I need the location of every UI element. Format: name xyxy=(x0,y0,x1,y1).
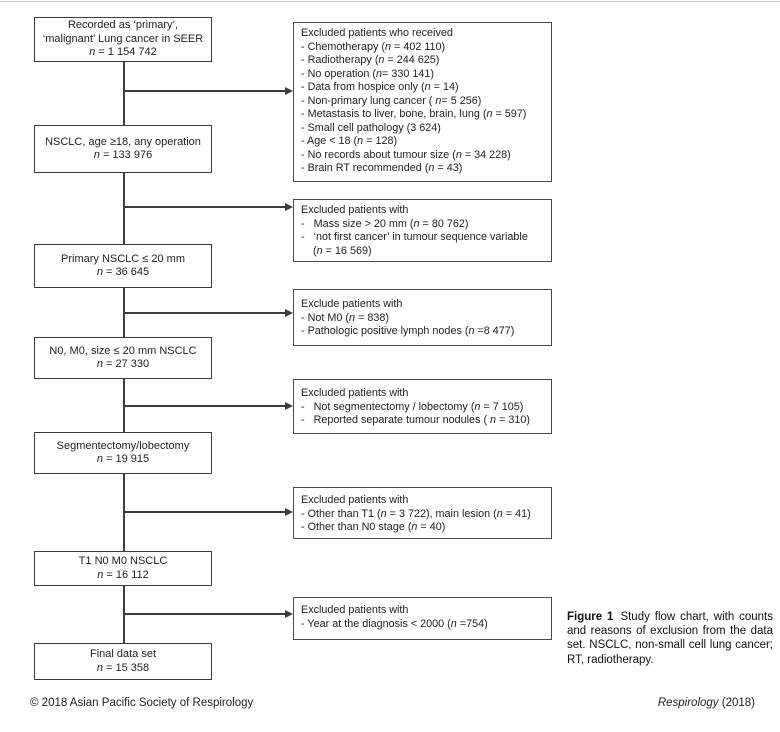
flow-box-label: Primary NSCLC ≤ 20 mm xyxy=(61,252,185,265)
arrow-head-icon xyxy=(285,309,293,317)
footer-journal-year: (2018) xyxy=(718,697,755,709)
flow-box-count: n = 27 330 xyxy=(96,358,150,370)
exclusion-item: - Brain RT recommended (n = 43) xyxy=(301,162,463,174)
exclusion-item: - Chemotherapy (n = 402 110) xyxy=(301,40,446,53)
exclusion-box-3: Exclude patients with - Not M0 (n = 838)… xyxy=(293,289,552,346)
flow-box-primary-nsclc: Primary NSCLC ≤ 20 mm n = 36 645 xyxy=(34,244,212,288)
flow-box-n0-m0: N0, M0, size ≤ 20 mm NSCLC n = 27 330 xyxy=(34,337,212,379)
exclusion-item: - Metastasis to liver, bone, brain, lung… xyxy=(301,108,527,120)
flow-box-count: n = 1 154 742 xyxy=(89,46,157,59)
exclusion-box-5: Excluded patients with - Other than T1 (… xyxy=(293,487,552,539)
flow-box-count: n = 36 645 xyxy=(96,266,150,278)
connector-1 xyxy=(123,62,125,125)
arrow-head-icon xyxy=(285,610,293,618)
flow-box-count: n = 19 915 xyxy=(96,453,150,465)
exclusion-item: - Radiotherapy (n = 244 625) xyxy=(301,54,440,66)
flow-box-label: Recorded as ‘primary’, xyxy=(67,19,179,32)
exclusion-header: Excluded patients with xyxy=(301,387,409,399)
flow-box-segmentectomy: Segmentectomy/lobectomy n = 19 915 xyxy=(34,432,212,474)
arrow-line-2 xyxy=(124,206,286,208)
flow-box-label: Segmentectomy/lobectomy xyxy=(56,439,190,452)
connector-6 xyxy=(123,586,125,643)
flow-box-nsclc-any-operation: NSCLC, age ≥18, any operation n = 133 97… xyxy=(34,125,212,173)
exclusion-box-2: Excluded patients with - Mass size > 20 … xyxy=(293,199,552,262)
arrow-line-3 xyxy=(124,312,286,314)
flow-box-count: n = 16 112 xyxy=(97,568,149,581)
exclusion-item: - Not segmentectomy / lobectomy (n = 7 1… xyxy=(301,400,524,413)
flow-box-label: Final data set xyxy=(89,648,157,660)
exclusion-item: - Year at the diagnosis < 2000 (n =754) xyxy=(301,617,488,630)
flow-box-count: n = 15 358 xyxy=(96,661,150,674)
arrow-head-icon xyxy=(285,508,293,516)
figure-caption-text: Study flow chart, with counts and reason… xyxy=(567,611,773,666)
exclusion-item: - Data from hospice only (n = 14) xyxy=(301,81,459,93)
exclusion-item: - Small cell pathology (3 624) xyxy=(301,121,441,134)
arrow-head-icon xyxy=(285,87,293,95)
arrow-line-1 xyxy=(124,90,286,92)
exclusion-header: Excluded patients with xyxy=(301,604,409,616)
flow-box-label: N0, M0, size ≤ 20 mm NSCLC xyxy=(49,344,197,357)
flow-box-count: n = 133 976 xyxy=(93,149,153,161)
exclusion-item: - Other than T1 (n = 3 722), main lesion… xyxy=(301,507,531,520)
exclusion-box-6: Excluded patients with - Year at the dia… xyxy=(293,597,552,640)
arrow-line-5 xyxy=(124,511,286,513)
exclusion-item: - No records about tumour size (n = 34 2… xyxy=(301,148,511,161)
exclusion-item: - Not M0 (n = 838) xyxy=(301,311,389,324)
exclusion-item: - Age < 18 (n = 128) xyxy=(301,135,398,147)
flow-box-label: T1 N0 M0 NSCLC xyxy=(78,555,168,567)
flow-box-label: NSCLC, age ≥18, any operation xyxy=(45,135,201,148)
exclusion-header: Excluded patients with xyxy=(301,204,409,216)
footer-copyright: © 2018 Asian Pacific Society of Respirol… xyxy=(30,697,254,709)
flow-box-seer: Recorded as ‘primary’, ‘malignant’ Lung … xyxy=(34,17,212,62)
footer-journal-name: Respirology xyxy=(657,697,719,709)
flow-box-t1-n0-m0: T1 N0 M0 NSCLC n = 16 112 xyxy=(34,551,212,586)
flow-box-final-data-set: Final data set n = 15 358 xyxy=(34,643,212,680)
exclusion-item: - Other than N0 stage (n = 40) xyxy=(301,521,446,533)
exclusion-box-1: Excluded patients who received - Chemoth… xyxy=(293,22,552,182)
flow-box-label: ‘malignant’ Lung cancer in SEER xyxy=(42,32,204,45)
arrow-head-icon xyxy=(285,402,293,410)
connector-3 xyxy=(123,288,125,337)
exclusion-item: - No operation (n= 330 141) xyxy=(301,67,434,80)
top-divider xyxy=(0,1,780,2)
exclusion-header: Exclude patients with xyxy=(301,298,403,310)
exclusion-item: - Mass size > 20 mm (n = 80 762) xyxy=(301,217,469,230)
connector-5 xyxy=(123,474,125,551)
arrow-head-icon xyxy=(285,203,293,211)
arrow-line-6 xyxy=(124,613,286,615)
exclusion-box-4: Excluded patients with - Not segmentecto… xyxy=(293,379,552,434)
connector-2 xyxy=(123,173,125,244)
exclusion-item: - Reported separate tumour nodules ( n =… xyxy=(301,414,530,426)
exclusion-item: - Pathologic positive lymph nodes (n =8 … xyxy=(301,325,515,337)
exclusion-item: - ‘not first cancer’ in tumour sequence … xyxy=(301,231,528,257)
exclusion-header: Excluded patients with xyxy=(301,494,409,506)
exclusion-item: - Non-primary lung cancer ( n= 5 256) xyxy=(301,94,482,107)
figure-caption-label: Figure 1 xyxy=(567,611,614,623)
arrow-line-4 xyxy=(124,405,286,407)
footer-journal-ref: Respirology (2018) xyxy=(658,697,755,709)
connector-4 xyxy=(123,379,125,432)
exclusion-header: Excluded patients who received xyxy=(301,27,453,39)
